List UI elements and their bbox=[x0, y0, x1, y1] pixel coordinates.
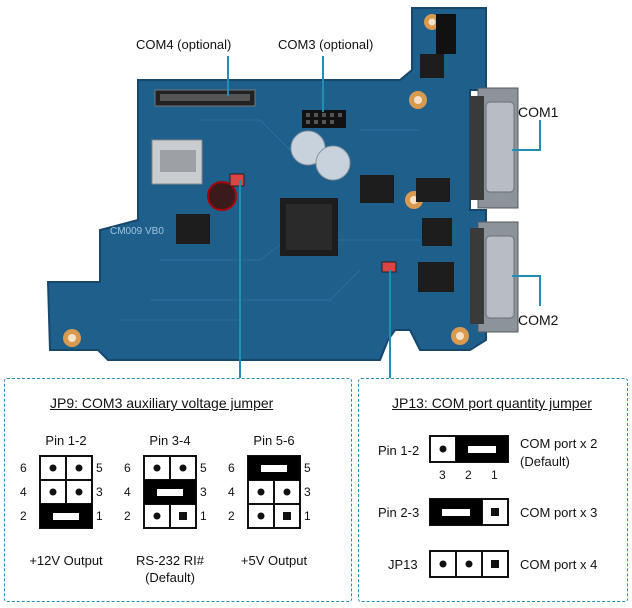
com2-label: COM2 bbox=[518, 312, 559, 328]
jp9-caption: +12V Output bbox=[29, 553, 103, 568]
pin-number: 5 bbox=[304, 461, 311, 475]
pin-number: 6 bbox=[228, 461, 235, 475]
pin-number: 3 bbox=[200, 485, 207, 499]
pin-number: 3 bbox=[304, 485, 311, 499]
pin-number: 1 bbox=[200, 509, 207, 523]
pin-number: 1 bbox=[96, 509, 103, 523]
pin-number: 1 bbox=[304, 509, 311, 523]
jp13-row-desc: COM port x 4 bbox=[520, 557, 598, 572]
jp9-col-heading: Pin 5-6 bbox=[253, 433, 295, 448]
ic-chip bbox=[360, 175, 394, 203]
jp9-diagram-2 bbox=[143, 455, 197, 529]
pin-number: 2 bbox=[465, 468, 472, 482]
ic-chip bbox=[420, 54, 444, 78]
jp9-caption-default: (Default) bbox=[145, 570, 195, 585]
com2-callout-line bbox=[512, 275, 541, 306]
jp9-col-heading: Pin 1-2 bbox=[45, 433, 87, 448]
ic-chip bbox=[176, 214, 210, 244]
pin-number: 5 bbox=[96, 461, 103, 475]
jp13-diagram-1 bbox=[429, 435, 509, 463]
pin-number: 4 bbox=[20, 485, 27, 499]
pin-number: 6 bbox=[20, 461, 27, 475]
com3-header bbox=[302, 110, 346, 128]
board-silkscreen: CM009 VB0 bbox=[110, 226, 164, 237]
pin-number: 4 bbox=[228, 485, 235, 499]
com1-callout-line bbox=[512, 120, 541, 151]
pin-number: 6 bbox=[124, 461, 131, 475]
pin-number: 3 bbox=[96, 485, 103, 499]
ic-chip bbox=[418, 262, 454, 292]
pin-number: 4 bbox=[124, 485, 131, 499]
jp9-caption: +5V Output bbox=[240, 553, 308, 568]
jp9-diagram-1 bbox=[39, 455, 93, 529]
jp13-title: JP13: COM port quantity jumper bbox=[392, 395, 592, 411]
com3-label: COM3 (optional) bbox=[278, 37, 374, 52]
jp9-col-heading: Pin 3-4 bbox=[149, 433, 191, 448]
capacitor bbox=[315, 145, 351, 181]
top-header bbox=[436, 14, 456, 54]
pin-number: 2 bbox=[124, 509, 131, 523]
jp13-diagram-3 bbox=[429, 550, 509, 578]
com4-label: COM4 (optional) bbox=[136, 37, 232, 52]
ic-chip bbox=[416, 178, 450, 202]
com2-connector bbox=[470, 221, 519, 333]
jp9-panel bbox=[4, 378, 352, 602]
jp13-row-desc: COM port x 3 bbox=[520, 505, 598, 520]
jp9-onboard bbox=[229, 173, 245, 187]
pin-number: 1 bbox=[491, 468, 498, 482]
jp13-row-desc: COM port x 2 bbox=[520, 436, 598, 451]
pin-number: 3 bbox=[439, 468, 446, 482]
pin-number: 2 bbox=[20, 509, 27, 523]
pin-number: 5 bbox=[200, 461, 207, 475]
com1-connector bbox=[470, 87, 519, 209]
jp13-diagram-2 bbox=[429, 498, 509, 526]
com1-label: COM1 bbox=[518, 104, 559, 120]
jp9-caption: RS-232 RI# bbox=[136, 553, 204, 568]
pin-number: 2 bbox=[228, 509, 235, 523]
jp13-row-label: Pin 2-3 bbox=[378, 505, 420, 520]
jp13-row-label: JP13 bbox=[388, 557, 418, 572]
jp13-row-default: (Default) bbox=[520, 454, 570, 469]
jp9-title: JP9: COM3 auxiliary voltage jumper bbox=[50, 395, 274, 411]
ic-chip bbox=[422, 218, 452, 246]
jp9-diagram-3 bbox=[247, 455, 301, 529]
jp13-row-label: Pin 1-2 bbox=[378, 443, 420, 458]
jp13-panel bbox=[358, 378, 628, 602]
capacitor bbox=[207, 181, 237, 211]
